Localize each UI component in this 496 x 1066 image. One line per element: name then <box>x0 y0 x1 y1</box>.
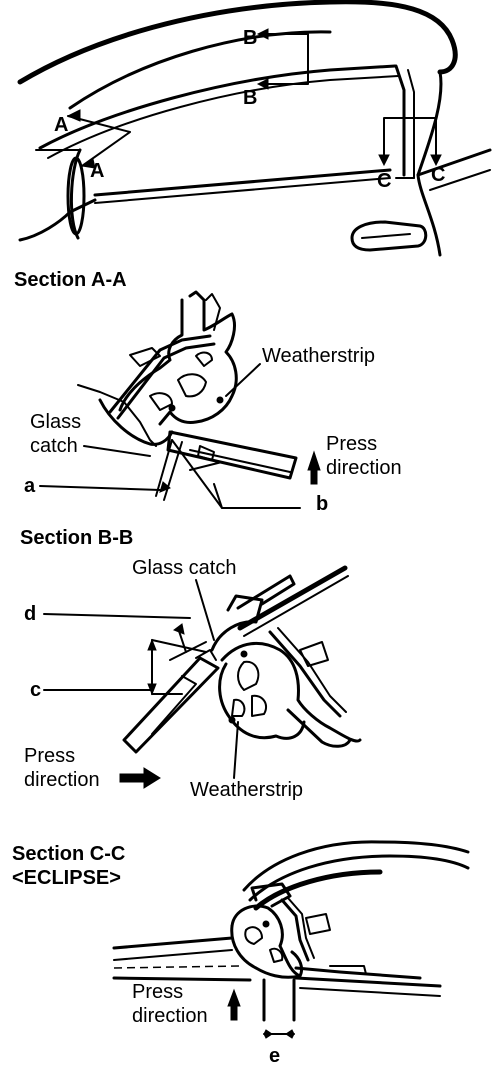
section-c-press-arrow <box>227 988 241 1021</box>
section-b-title: Section B-B <box>20 527 133 549</box>
section-a-dim-b: b <box>316 493 328 515</box>
b-pillar-outer <box>394 64 406 177</box>
section-c-title: Section C-C <box>12 843 125 865</box>
section-a-glass-catch-line2: catch <box>30 435 78 457</box>
glass-b <box>122 656 220 754</box>
marker-b-bottom: B <box>243 87 257 109</box>
section-b-press-line2: direction <box>24 769 100 791</box>
section-c-drawing <box>112 840 470 1039</box>
weatherstrip-a <box>158 290 238 426</box>
roof-outline <box>17 0 458 85</box>
a-section-line <box>67 115 131 167</box>
marker-c-right: C <box>431 164 445 186</box>
door-handle <box>350 220 428 252</box>
glass-c <box>112 936 234 950</box>
section-b-dim-c: c <box>30 679 41 701</box>
section-c-press-line1: Press <box>132 981 183 1003</box>
weatherstrip-b <box>220 641 362 743</box>
section-a-dim-a: a <box>24 475 36 497</box>
section-b-press-line1: Press <box>24 745 75 767</box>
b-section-line <box>267 33 309 85</box>
section-a-press-arrow <box>307 450 321 485</box>
marker-b-top: B <box>243 27 257 49</box>
section-b-press-arrow <box>119 767 161 789</box>
marker-a-top: A <box>54 114 68 136</box>
section-b-glass-catch-leader <box>195 579 215 641</box>
window-frame-inner <box>47 75 399 159</box>
section-a-weatherstrip-leader <box>225 363 261 397</box>
section-a-drawing <box>39 290 301 509</box>
section-b-weatherstrip-label: Weatherstrip <box>190 779 303 801</box>
section-c-dim-e: e <box>269 1045 280 1066</box>
section-c-press-line2: direction <box>132 1005 208 1027</box>
car-door-overview <box>17 0 492 257</box>
section-a-title: Section A-A <box>14 269 127 291</box>
section-a-glass-catch-leader <box>83 445 151 457</box>
side-mirror <box>66 156 86 236</box>
section-b-weatherstrip-leader <box>233 721 239 779</box>
roof-inner-line <box>68 30 332 110</box>
section-a-press-line1: Press <box>326 433 377 455</box>
glass-a <box>166 430 298 480</box>
marker-c-left: C <box>377 170 391 192</box>
section-b-dim-d: d <box>24 603 36 625</box>
window-frame-upper <box>38 64 397 150</box>
section-b-glass-catch-label: Glass catch <box>132 557 236 579</box>
c-section-line <box>383 117 437 156</box>
section-a-weatherstrip-label: Weatherstrip <box>262 345 375 367</box>
weatherstrip-c <box>230 904 302 978</box>
section-c-subtitle: <ECLIPSE> <box>12 867 121 889</box>
section-b-drawing <box>43 565 362 754</box>
section-a-glass-catch-line1: Glass <box>30 411 81 433</box>
section-a-press-line2: direction <box>326 457 402 479</box>
marker-a-bottom: A <box>90 160 104 182</box>
b-pillar-inner <box>407 69 415 179</box>
beltline <box>93 168 392 197</box>
